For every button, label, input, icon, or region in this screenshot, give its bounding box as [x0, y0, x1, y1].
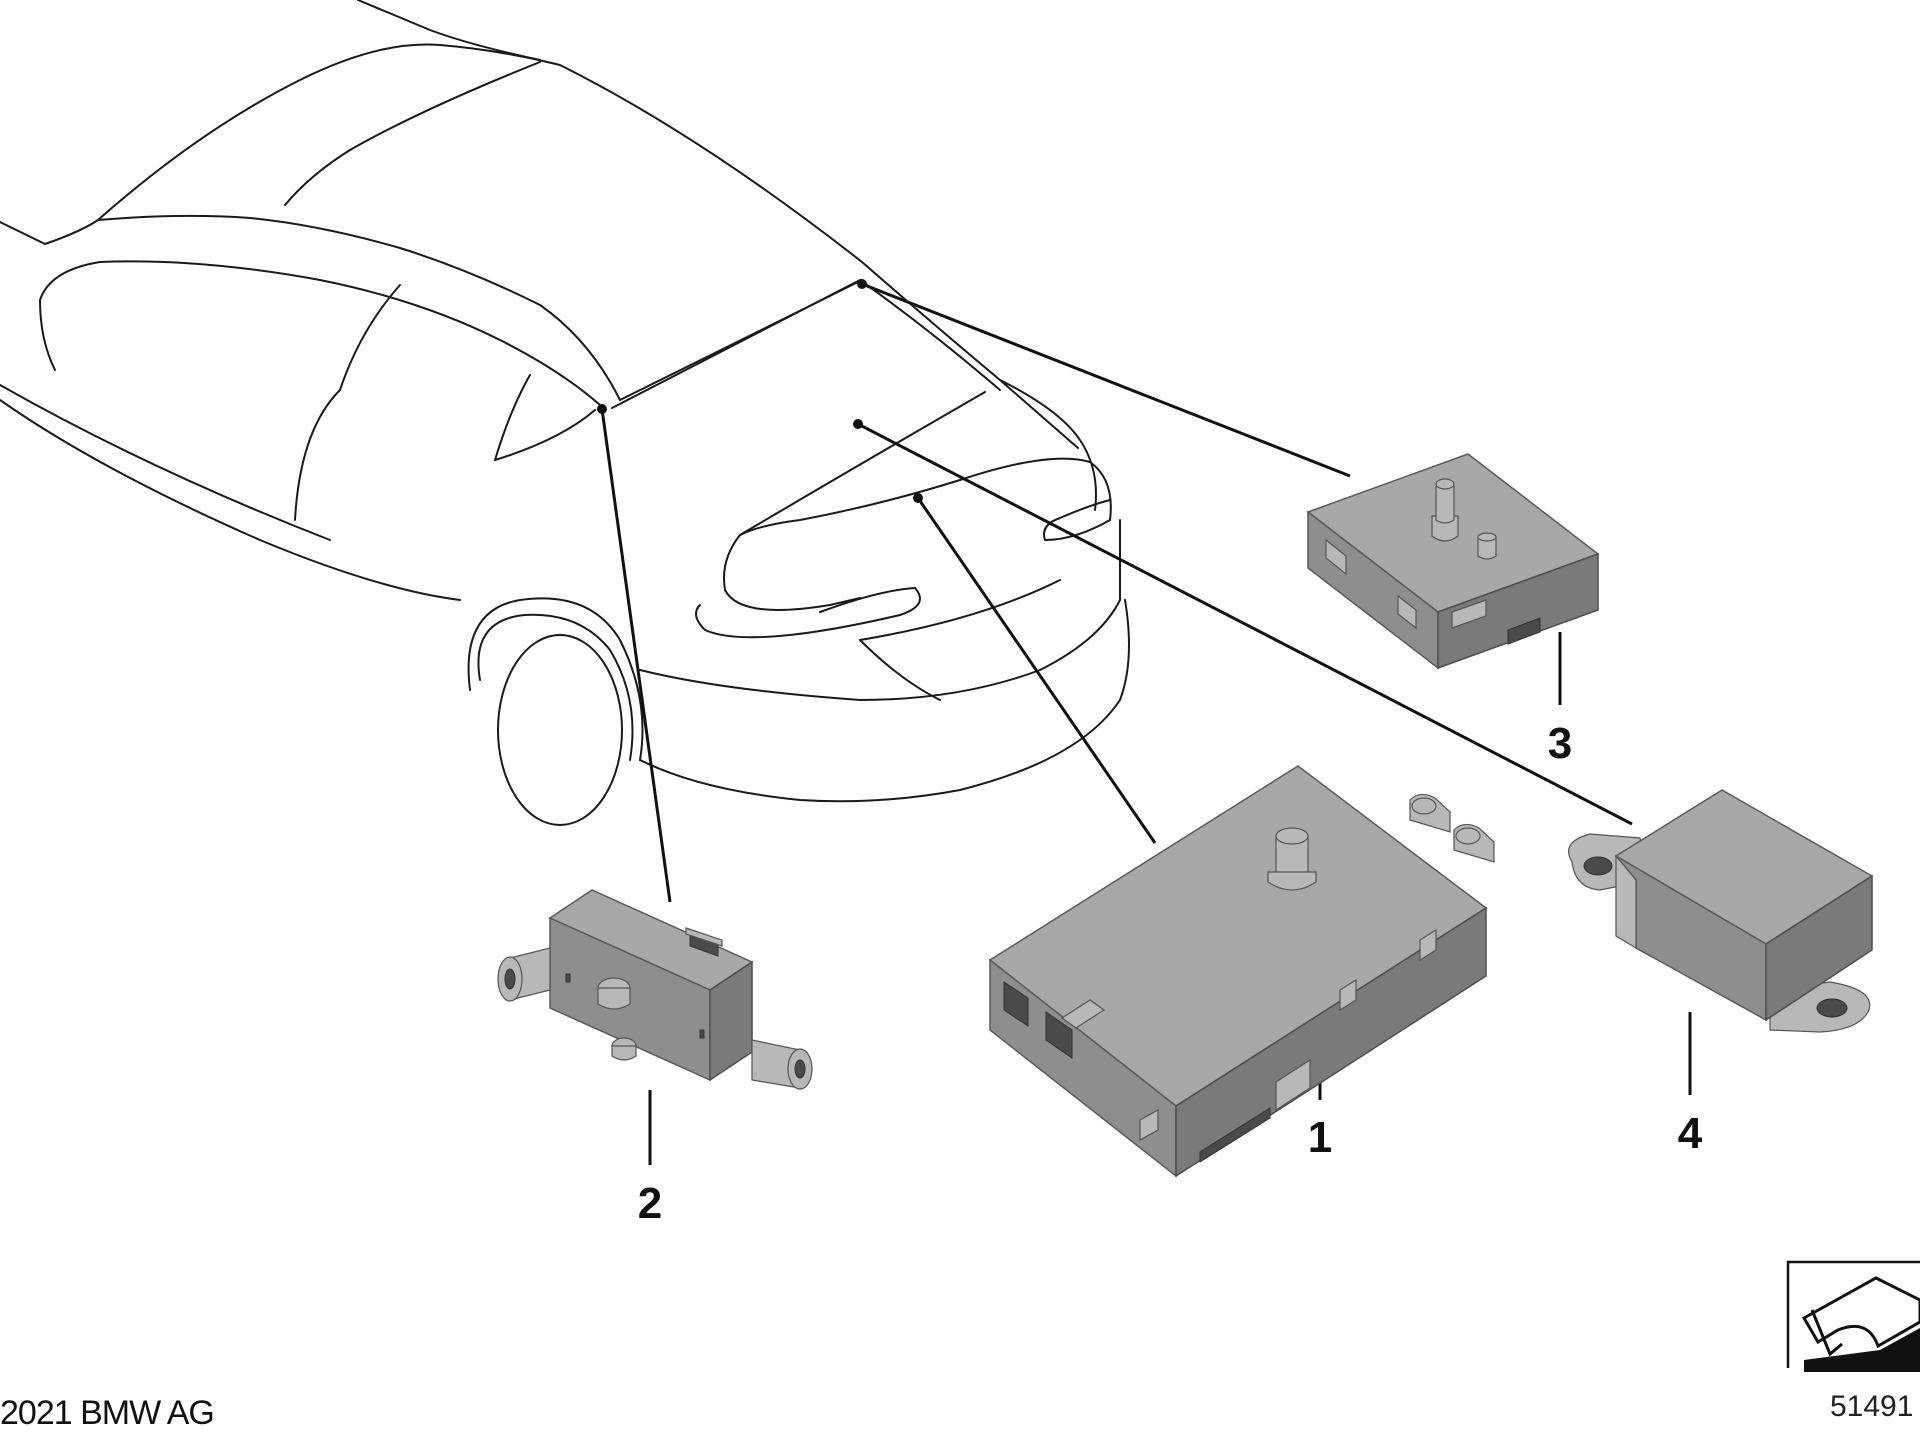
leader-line-2	[600, 408, 672, 903]
part-3-module	[1306, 453, 1600, 670]
callout-number-3: 3	[1548, 719, 1572, 768]
callout-number-2: 2	[638, 1179, 662, 1228]
callout-number-1: 1	[1308, 1113, 1332, 1162]
copyright-text: 2021 BMW AG	[0, 1394, 214, 1432]
car-outline	[0, 0, 1130, 826]
reference-number: 51491	[1830, 1390, 1913, 1423]
leader-line-4	[857, 422, 1633, 826]
arrow-view-icon	[1786, 1260, 1920, 1372]
leader-line-1	[916, 497, 1157, 844]
leader-lines	[597, 279, 1692, 1165]
part-1-module	[988, 765, 1495, 1178]
part-4-module	[1568, 789, 1874, 1033]
callout-number-4: 4	[1678, 1109, 1703, 1158]
leader-line-3	[861, 282, 1351, 478]
part-2-module	[497, 889, 813, 1090]
